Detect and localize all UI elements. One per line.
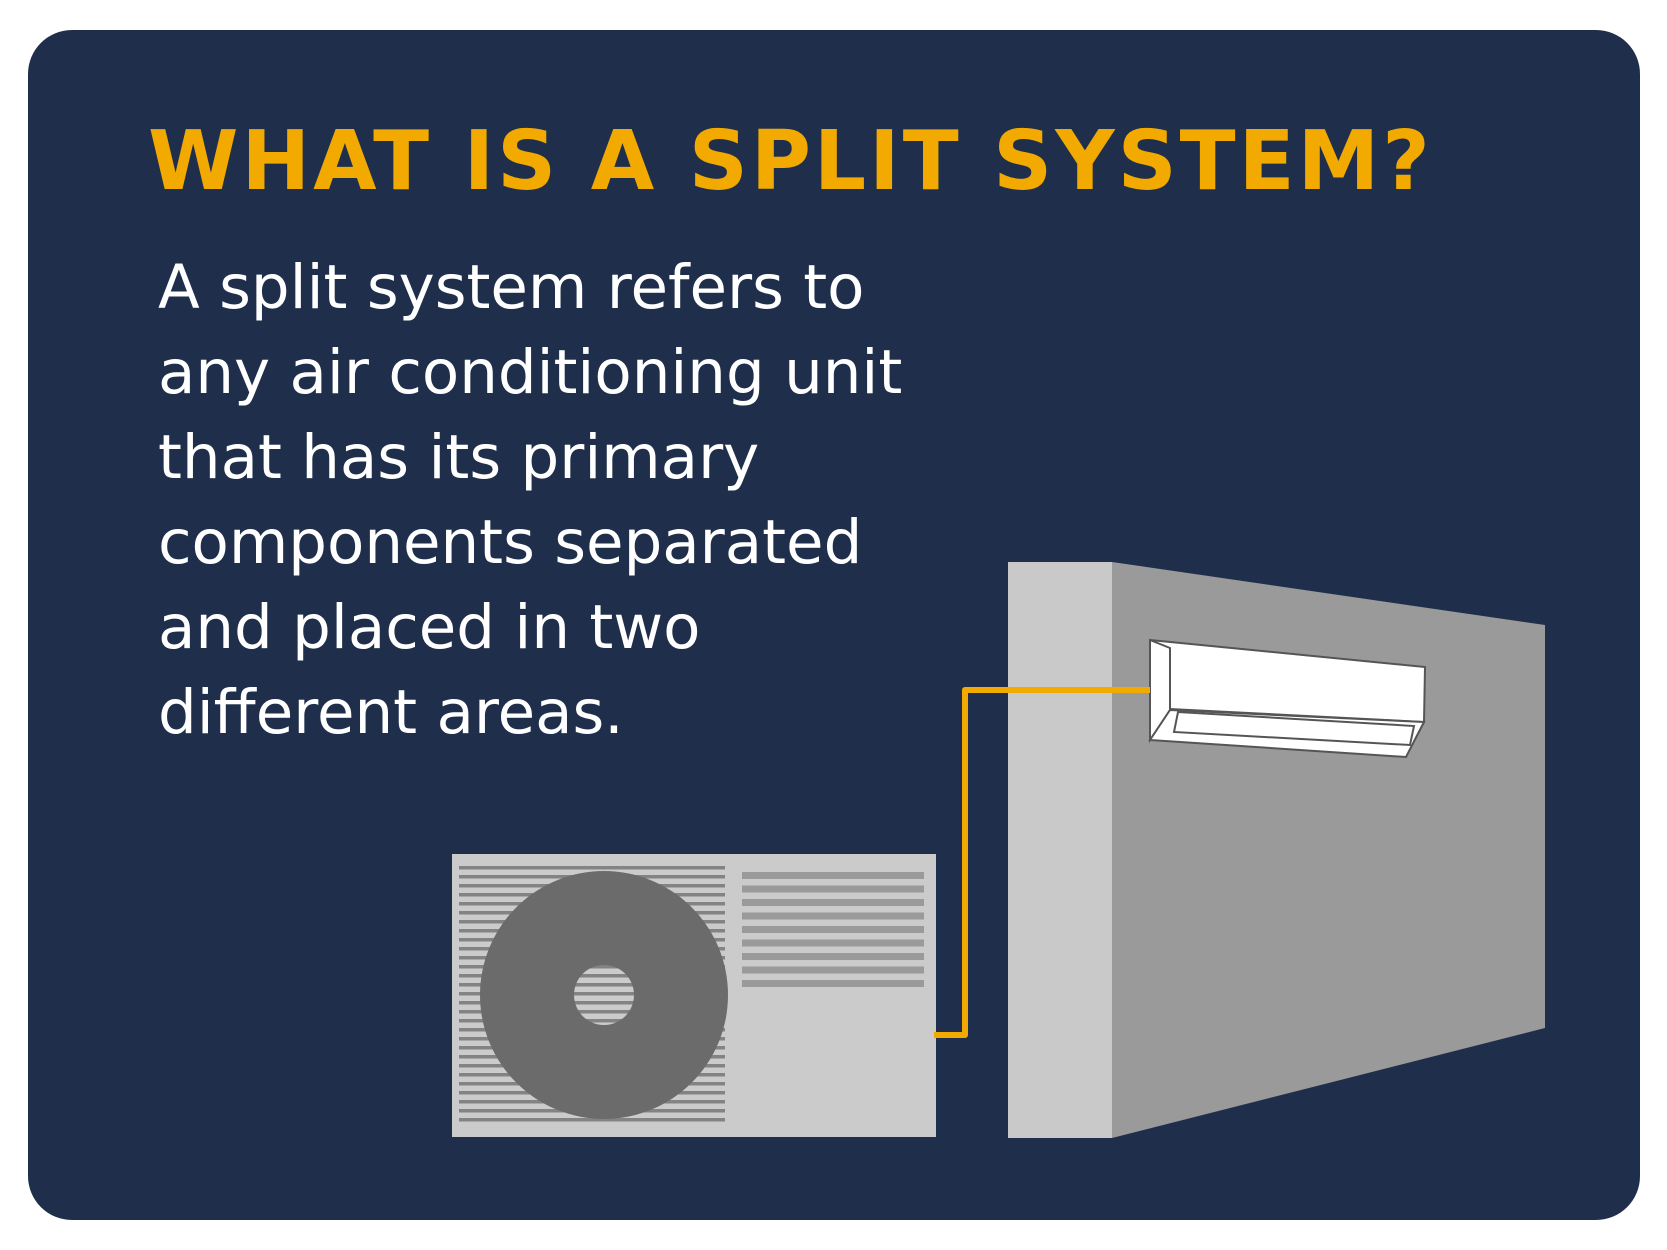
description-line: that has its primary (158, 422, 760, 493)
wall-front-face (1008, 562, 1112, 1138)
grille-slat (459, 1073, 725, 1077)
page-title: WHAT IS A SPLIT SYSTEM? (148, 114, 1433, 209)
grille-slat (459, 902, 725, 906)
fan-grille (459, 866, 725, 1122)
outdoor-unit (452, 854, 936, 1137)
grille-slat (459, 1082, 725, 1086)
grille-slat (459, 1118, 725, 1122)
grille-slat (459, 884, 725, 888)
grille-slat (459, 866, 725, 870)
building-wall (1008, 562, 1545, 1138)
grille-slat (459, 1028, 725, 1032)
vent-slat (742, 939, 924, 947)
vent-slat (742, 953, 924, 960)
description-line: A split system refers to (158, 252, 865, 323)
grille-slat (459, 1100, 725, 1104)
description: A split system refers to any air conditi… (158, 245, 958, 755)
indoor-unit (1148, 638, 1427, 759)
grille-slat (459, 1037, 725, 1041)
refrigerant-line (934, 687, 1150, 1038)
grille-slat (459, 983, 725, 987)
vent-slat (742, 885, 924, 893)
vent-slat (742, 980, 924, 987)
description-line: and placed in two (158, 592, 701, 663)
description-line: any air conditioning unit (158, 337, 903, 408)
grille-slat (459, 992, 725, 996)
grille-slat (459, 929, 725, 933)
grille-slat (459, 1091, 725, 1095)
vent-slat (742, 966, 924, 974)
grille-slat (459, 974, 725, 978)
indoor-unit-vent (1172, 710, 1416, 747)
grille-slat (459, 1010, 725, 1014)
grille-slat (459, 1046, 725, 1050)
grille-slat (459, 956, 725, 960)
vent-slat (742, 926, 924, 933)
vent-slat (742, 872, 924, 879)
grille-slat (459, 1109, 725, 1113)
grille-slat (459, 1001, 725, 1005)
description-line: components separated (158, 507, 863, 578)
grille-slat (459, 920, 725, 924)
vent-slat (742, 899, 924, 906)
grille-slat (459, 1055, 725, 1059)
grille-slat (459, 893, 725, 897)
side-vents (742, 872, 924, 987)
vent-slat (742, 912, 924, 920)
grille-slat (459, 911, 725, 915)
grille-slat (459, 1019, 725, 1023)
grille-slat (459, 875, 725, 879)
grille-slat (459, 947, 725, 951)
grille-slat (459, 938, 725, 942)
grille-slat (459, 965, 725, 969)
description-line: different areas. (158, 677, 624, 748)
grille-slat (459, 1064, 725, 1068)
